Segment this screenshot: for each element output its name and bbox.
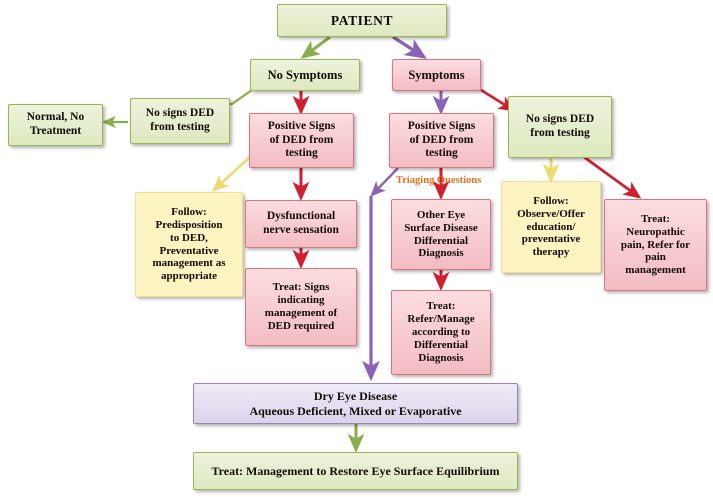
node-follow-observe-line5: therapy bbox=[532, 246, 570, 259]
node-patient[interactable]: PATIENT bbox=[277, 4, 447, 37]
node-treat-signs-ded-line3: management of bbox=[264, 307, 338, 319]
node-normal-no-treatment-line2: Treatment bbox=[29, 125, 82, 137]
node-treat-management-label: Treat: Management to Restore Eye Surface… bbox=[211, 463, 500, 478]
node-treat-signs-ded[interactable]: Treat: Signs indicating management of DE… bbox=[245, 268, 357, 346]
node-no-signs-ded-right-line1: No signs DED bbox=[525, 113, 595, 126]
node-dry-eye-disease[interactable]: Dry Eye Disease Aqueous Deficient, Mixed… bbox=[193, 383, 518, 424]
node-dysfunctional-nerve[interactable]: Dysfunctional nerve sensation bbox=[245, 200, 357, 248]
node-treat-refer-manage[interactable]: Treat: Refer/Manage according to Differe… bbox=[391, 290, 491, 375]
node-no-signs-ded-right-line2: from testing bbox=[530, 127, 590, 139]
node-positive-signs-left[interactable]: Positive Signs of DED from testing bbox=[249, 113, 354, 168]
node-dry-eye-disease-line1: Dry Eye Disease bbox=[313, 389, 398, 404]
node-other-eye-surface-disease[interactable]: Other Eye Surface Disease Differential D… bbox=[391, 199, 491, 270]
node-treat-management[interactable]: Treat: Management to Restore Eye Surface… bbox=[193, 452, 518, 490]
node-treat-signs-ded-line1: Treat: Signs bbox=[272, 281, 330, 294]
node-treat-neuropathic[interactable]: Treat: Neuropathic pain, Refer for pain … bbox=[604, 199, 707, 291]
node-follow-predisposition[interactable]: Follow: Predisposition to DED, Preventat… bbox=[135, 192, 243, 297]
node-no-symptoms[interactable]: No Symptoms bbox=[250, 59, 360, 91]
node-follow-predisposition-line6: appropriate bbox=[160, 270, 218, 283]
node-positive-signs-right-line2: of DED from bbox=[409, 133, 474, 146]
node-dysfunctional-nerve-line1: Dysfunctional bbox=[266, 210, 336, 223]
edge-label-triaging-questions: Triaging Questions bbox=[396, 175, 482, 186]
node-follow-observe-line2: Observe/Offer bbox=[517, 207, 585, 220]
node-follow-observe-line4: preventative bbox=[521, 233, 581, 246]
node-follow-observe-line3: education/ bbox=[526, 220, 576, 233]
node-treat-neuropathic-line5: management bbox=[625, 264, 686, 277]
node-no-signs-ded-right[interactable]: No signs DED from testing bbox=[508, 96, 612, 158]
node-normal-no-treatment[interactable]: Normal, No Treatment bbox=[8, 104, 103, 146]
node-treat-neuropathic-line4: pain bbox=[645, 251, 666, 264]
node-no-signs-ded-left-line2: from testing bbox=[150, 121, 210, 133]
node-positive-signs-left-line2: of DED from bbox=[269, 133, 334, 146]
node-normal-no-treatment-line1: Normal, No bbox=[26, 111, 85, 124]
node-treat-refer-manage-line1: Treat: bbox=[426, 300, 456, 313]
node-positive-signs-right-line3: testing bbox=[425, 147, 458, 160]
node-follow-predisposition-line3: to DED, bbox=[170, 231, 208, 244]
node-follow-observe[interactable]: Follow: Observe/Offer education/ prevent… bbox=[501, 181, 601, 273]
node-treat-neuropathic-line2: Neuropathic bbox=[626, 225, 685, 238]
node-positive-signs-right[interactable]: Positive Signs of DED from testing bbox=[389, 113, 494, 168]
node-treat-signs-ded-line2: indicating bbox=[277, 294, 325, 307]
node-follow-predisposition-line5: management as bbox=[152, 257, 226, 270]
node-other-eye-surface-disease-line3: Differential bbox=[413, 234, 469, 247]
node-follow-predisposition-line2: Predisposition bbox=[155, 218, 223, 231]
node-symptoms-label: Symptoms bbox=[408, 67, 465, 82]
node-treat-neuropathic-line1: Treat: bbox=[641, 212, 670, 225]
node-positive-signs-right-line1: Positive Signs bbox=[407, 120, 476, 133]
node-treat-signs-ded-line4: DED required bbox=[267, 319, 335, 332]
node-dysfunctional-nerve-line2: nerve sensation bbox=[263, 224, 339, 236]
node-positive-signs-left-line1: Positive Signs bbox=[267, 120, 336, 133]
node-symptoms[interactable]: Symptoms bbox=[392, 59, 481, 91]
node-patient-label: PATIENT bbox=[330, 12, 394, 28]
node-no-symptoms-label: No Symptoms bbox=[267, 67, 343, 82]
node-treat-refer-manage-line4: Differential bbox=[413, 338, 469, 351]
node-other-eye-surface-disease-line2: Surface Disease bbox=[404, 221, 478, 234]
node-treat-refer-manage-line3: according to bbox=[411, 326, 471, 339]
node-other-eye-surface-disease-line4: Diagnosis bbox=[418, 247, 464, 260]
node-treat-neuropathic-line3: pain, Refer for bbox=[620, 238, 691, 251]
node-other-eye-surface-disease-line1: Other Eye bbox=[416, 208, 466, 221]
node-dry-eye-disease-line2: Aqueous Deficient, Mixed or Evaporative bbox=[249, 403, 462, 418]
node-treat-refer-manage-line2: Refer/Manage bbox=[407, 313, 475, 326]
node-positive-signs-left-line3: testing bbox=[285, 147, 318, 160]
node-no-signs-ded-left-line1: No signs DED bbox=[145, 107, 215, 120]
node-follow-predisposition-line1: Follow: bbox=[171, 205, 207, 218]
node-no-signs-ded-left[interactable]: No signs DED from testing bbox=[130, 98, 230, 144]
node-treat-refer-manage-line5: Diagnosis bbox=[418, 351, 464, 364]
node-follow-predisposition-line4: Preventative bbox=[159, 244, 219, 257]
node-follow-observe-line1: Follow: bbox=[533, 194, 569, 207]
